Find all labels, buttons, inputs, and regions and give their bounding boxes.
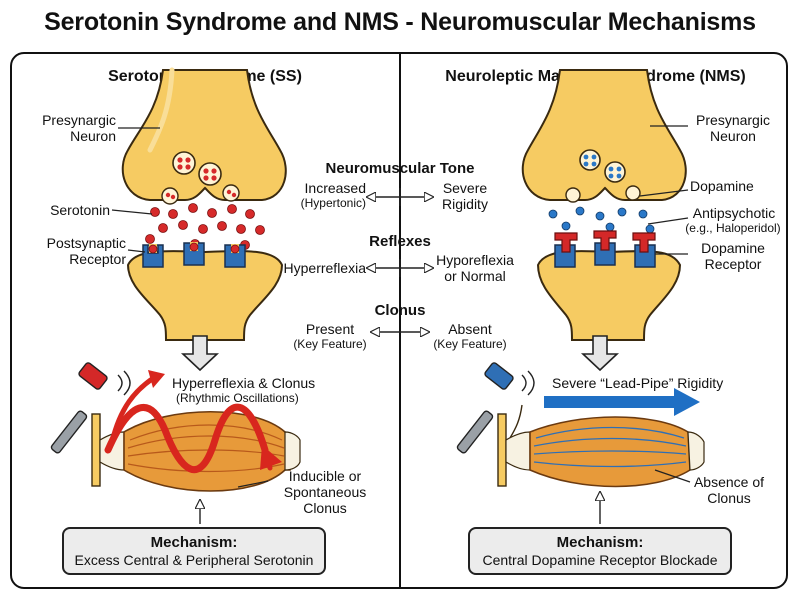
clonus-nms-value: Absent (448, 321, 492, 337)
ss-effect-title: Hyperreflexia & Clonus (172, 375, 316, 391)
ss-clonus-note: Inducible or Spontaneous Clonus (283, 468, 367, 516)
ss-vesicles (161, 151, 240, 205)
nms-vesicles (565, 149, 641, 203)
ss-reflex-hammer (50, 362, 131, 454)
clonus-ss-sub: (Key Feature) (293, 337, 367, 351)
nms-mechanism-text: Central Dopamine Receptor Blockade (482, 552, 718, 568)
antipsychotic-example: (e.g., Haloperidol) (685, 221, 781, 235)
ss-receptors (142, 242, 246, 268)
nms-rigid-muscle (529, 416, 705, 488)
nms-receptor-label: Dopamine Receptor (701, 240, 765, 272)
nms-mechanism-label: Mechanism: (556, 534, 644, 551)
nms-mechanism-box: Mechanism: Central Dopamine Receptor Blo… (468, 527, 732, 575)
tone-header: Neuromuscular Tone (325, 160, 475, 177)
dopamine-molecules (548, 206, 655, 234)
nms-reflex-hammer (456, 362, 535, 454)
nms-tendon (497, 413, 531, 487)
nms-clonus-note: Absence of Clonus (693, 474, 765, 506)
tone-nms-value: Severe Rigidity (442, 180, 488, 212)
ss-presynaptic-terminal (121, 67, 287, 201)
ss-presynaptic-label: Presynargic Neuron (42, 112, 116, 144)
clonus-header: Clonus (374, 302, 426, 319)
antipsychotic-blockers (554, 230, 656, 253)
reflexes-ss-value: Hyperreflexia (283, 260, 366, 276)
ss-receptor-label: Postsynaptic Receptor (46, 235, 126, 267)
absence-clonus-leader (654, 469, 691, 483)
diagram-title: Serotonin Syndrome and NMS - Neuromuscul… (44, 8, 756, 36)
comparison-arrows (368, 188, 432, 332)
antipsychotic-label: Antipsychotic (692, 205, 776, 221)
tone-ss-value: Increased (304, 180, 366, 196)
nms-presynaptic-terminal (521, 69, 687, 201)
reflexes-header: Reflexes (369, 233, 431, 250)
ss-mechanism-text: Excess Central & Peripheral Serotonin (74, 552, 314, 568)
serotonin-molecules (145, 203, 265, 250)
clonus-leader-line (237, 480, 269, 488)
lead-pipe-rigidity-arrow (544, 388, 700, 416)
dopamine-label: Dopamine (690, 178, 754, 194)
clonus-nms-sub: (Key Feature) (433, 337, 507, 351)
ss-tendon (91, 413, 125, 487)
serotonin-label: Serotonin (50, 202, 110, 218)
nms-effect-title: Severe “Lead-Pipe” Rigidity (552, 375, 724, 391)
center-divider (399, 54, 401, 587)
nms-presynaptic-label: Presynargic Neuron (696, 112, 770, 144)
reflexes-nms-value: Hyporeflexia or Normal (436, 252, 514, 284)
diagram-frame (10, 52, 788, 589)
ss-postsynaptic-membrane (126, 250, 284, 341)
clonus-wave-arrowhead (260, 445, 282, 470)
ss-effect-subtitle: (Rhythmic Oscillations) (176, 391, 299, 405)
hyperreflexia-arrow (109, 374, 158, 445)
ss-mechanism-box: Mechanism: Excess Central & Peripheral S… (62, 527, 326, 575)
ss-down-arrow (180, 335, 220, 372)
ss-mechanism-label: Mechanism: (150, 534, 238, 551)
clonus-ss-value: Present (305, 321, 355, 337)
tone-ss-sub: (Hypertonic) (300, 196, 366, 210)
nms-down-arrow (580, 335, 620, 372)
